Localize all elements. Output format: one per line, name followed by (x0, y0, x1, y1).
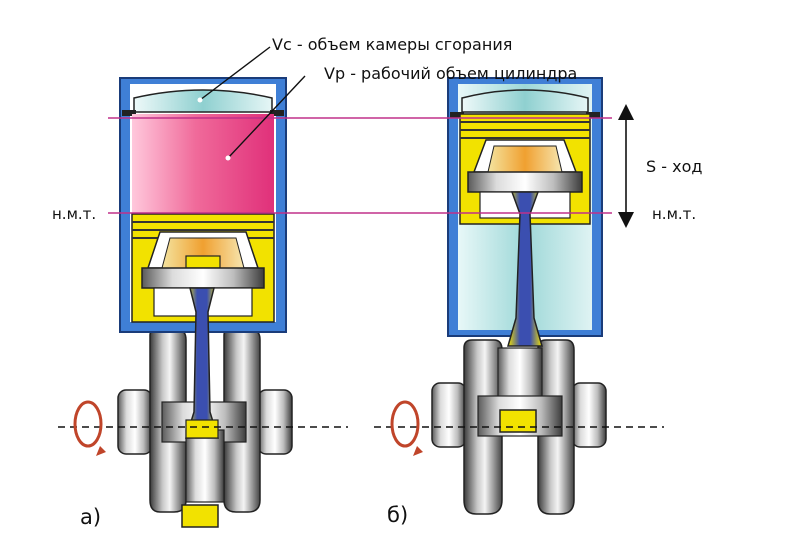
caption-b: б) (387, 503, 408, 527)
label-bdc-left: н.м.т. (52, 205, 96, 223)
working-volume-a (132, 114, 274, 216)
leader-vp (227, 75, 306, 159)
label-stroke: S - ход (646, 157, 702, 176)
rotation-arrow-icon (390, 400, 423, 456)
piston-a (131, 213, 275, 323)
combustion-chamber-b (461, 89, 589, 113)
label-bdc-right: н.м.т. (652, 205, 696, 223)
dead-center-lines (108, 117, 612, 214)
leader-vc (199, 46, 271, 101)
engine-b (431, 77, 607, 515)
combustion-chamber-a (133, 89, 273, 113)
label-vc: Vc - объем камеры сгорания (272, 35, 512, 54)
label-vp: Vp - рабочий объем цилиндра (324, 64, 577, 83)
rotation-arrow-icon (73, 400, 106, 456)
connecting-rod-b (507, 191, 543, 347)
caption-a: а) (80, 505, 101, 529)
engine-a (117, 77, 293, 528)
